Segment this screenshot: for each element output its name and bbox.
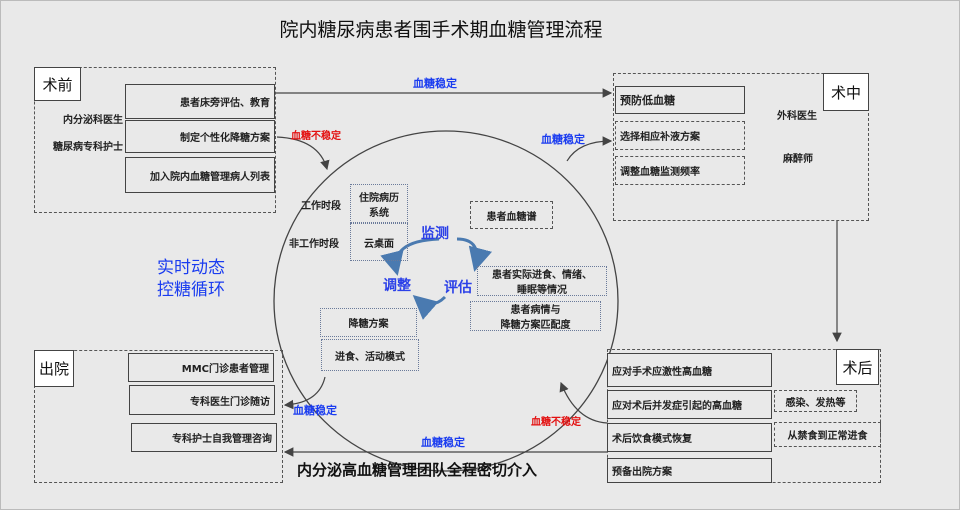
discharge-label: 出院 bbox=[34, 350, 74, 387]
flow-label-unstable: 血糖不稳定 bbox=[531, 417, 581, 428]
intraop-item: 预防低血糖 bbox=[615, 86, 745, 114]
cycle-adjust: 调整 bbox=[383, 278, 411, 294]
arrow-post-to-cycle bbox=[559, 381, 608, 424]
cloud-desktop: 云桌面 bbox=[350, 223, 408, 261]
arrow-cycle-to-discharge bbox=[283, 376, 326, 410]
nonwork-hours-label: 非工作时段 bbox=[289, 239, 339, 250]
staff-surgeon: 外科医生 bbox=[777, 111, 817, 122]
intraop-section bbox=[613, 73, 869, 221]
postop-note: 感染、发热等 bbox=[774, 390, 857, 412]
preop-label: 术前 bbox=[34, 67, 81, 101]
page-title: 院内糖尿病患者围手术期血糖管理流程 bbox=[279, 19, 603, 41]
adjust-diet-activity: 进食、活动模式 bbox=[321, 339, 419, 371]
postop-item: 预备出院方案 bbox=[607, 458, 772, 483]
postop-item: 应对手术应激性高血糖 bbox=[607, 353, 772, 387]
cycle-ellipse bbox=[273, 130, 619, 472]
discharge-item: MMC门诊患者管理 bbox=[128, 353, 274, 382]
eval-plan-match-line2: 降糖方案匹配度 bbox=[500, 320, 571, 331]
cycle-arrow-1 bbox=[380, 237, 440, 276]
preop-item: 制定个性化降糖方案 bbox=[125, 120, 275, 153]
work-hours-label: 工作时段 bbox=[301, 201, 341, 212]
discharge-item: 专科医生门诊随访 bbox=[129, 385, 275, 415]
staff-diabetes-nurse: 糖尿病专科护士 bbox=[53, 142, 123, 153]
cycle-title: 实时动态 控糖循环 bbox=[141, 257, 241, 301]
flow-label-stable: 血糖稳定 bbox=[413, 77, 457, 90]
flow-label-stable: 血糖稳定 bbox=[541, 133, 585, 146]
arrow-pre-to-cycle bbox=[276, 136, 330, 171]
eval-plan-match: 患者病情与 降糖方案匹配度 bbox=[470, 301, 601, 331]
cycle-monitor: 监测 bbox=[421, 226, 449, 242]
postop-item: 术后饮食模式恢复 bbox=[607, 423, 772, 452]
cycle-title-line1: 实时动态 bbox=[157, 258, 225, 278]
cycle-arrow-3 bbox=[412, 295, 447, 320]
footer-note: 内分泌高血糖管理团队全程密切介入 bbox=[297, 461, 538, 479]
staff-endocrinologist: 内分泌科医生 bbox=[63, 115, 123, 126]
arrow-cycle-to-intra bbox=[566, 136, 613, 162]
discharge-section bbox=[34, 350, 283, 483]
intraop-item: 选择相应补液方案 bbox=[615, 121, 745, 150]
cycle-evaluate: 评估 bbox=[444, 280, 472, 296]
cycle-title-line2: 控糖循环 bbox=[157, 280, 225, 300]
preop-item: 加入院内血糖管理病人列表 bbox=[125, 157, 275, 193]
intraop-label: 术中 bbox=[823, 73, 869, 111]
flow-label-stable: 血糖稳定 bbox=[293, 404, 337, 417]
adjust-glucose-plan: 降糖方案 bbox=[320, 308, 417, 337]
staff-anesthetist: 麻醉师 bbox=[783, 154, 813, 165]
flow-label-stable: 血糖稳定 bbox=[421, 436, 465, 449]
preop-section bbox=[34, 67, 276, 213]
glucose-profile: 患者血糖谱 bbox=[470, 201, 553, 229]
postop-item: 应对术后并发症引起的高血糖 bbox=[607, 390, 772, 419]
inpatient-record-system: 住院病历系统 bbox=[350, 184, 408, 223]
postop-note: 从禁食到正常进食 bbox=[774, 422, 881, 447]
postop-label: 术后 bbox=[836, 349, 879, 385]
eval-intake-mood-sleep: 患者实际进食、情绪、睡眠等情况 bbox=[477, 266, 607, 296]
eval-plan-match-line1: 患者病情与 bbox=[510, 305, 561, 316]
cycle-arrow-2 bbox=[456, 237, 492, 272]
intraop-item: 调整血糖监测频率 bbox=[615, 156, 745, 185]
discharge-item: 专科护士自我管理咨询 bbox=[131, 423, 277, 452]
flow-label-unstable: 血糖不稳定 bbox=[291, 131, 341, 142]
preop-item: 患者床旁评估、教育 bbox=[125, 84, 275, 119]
